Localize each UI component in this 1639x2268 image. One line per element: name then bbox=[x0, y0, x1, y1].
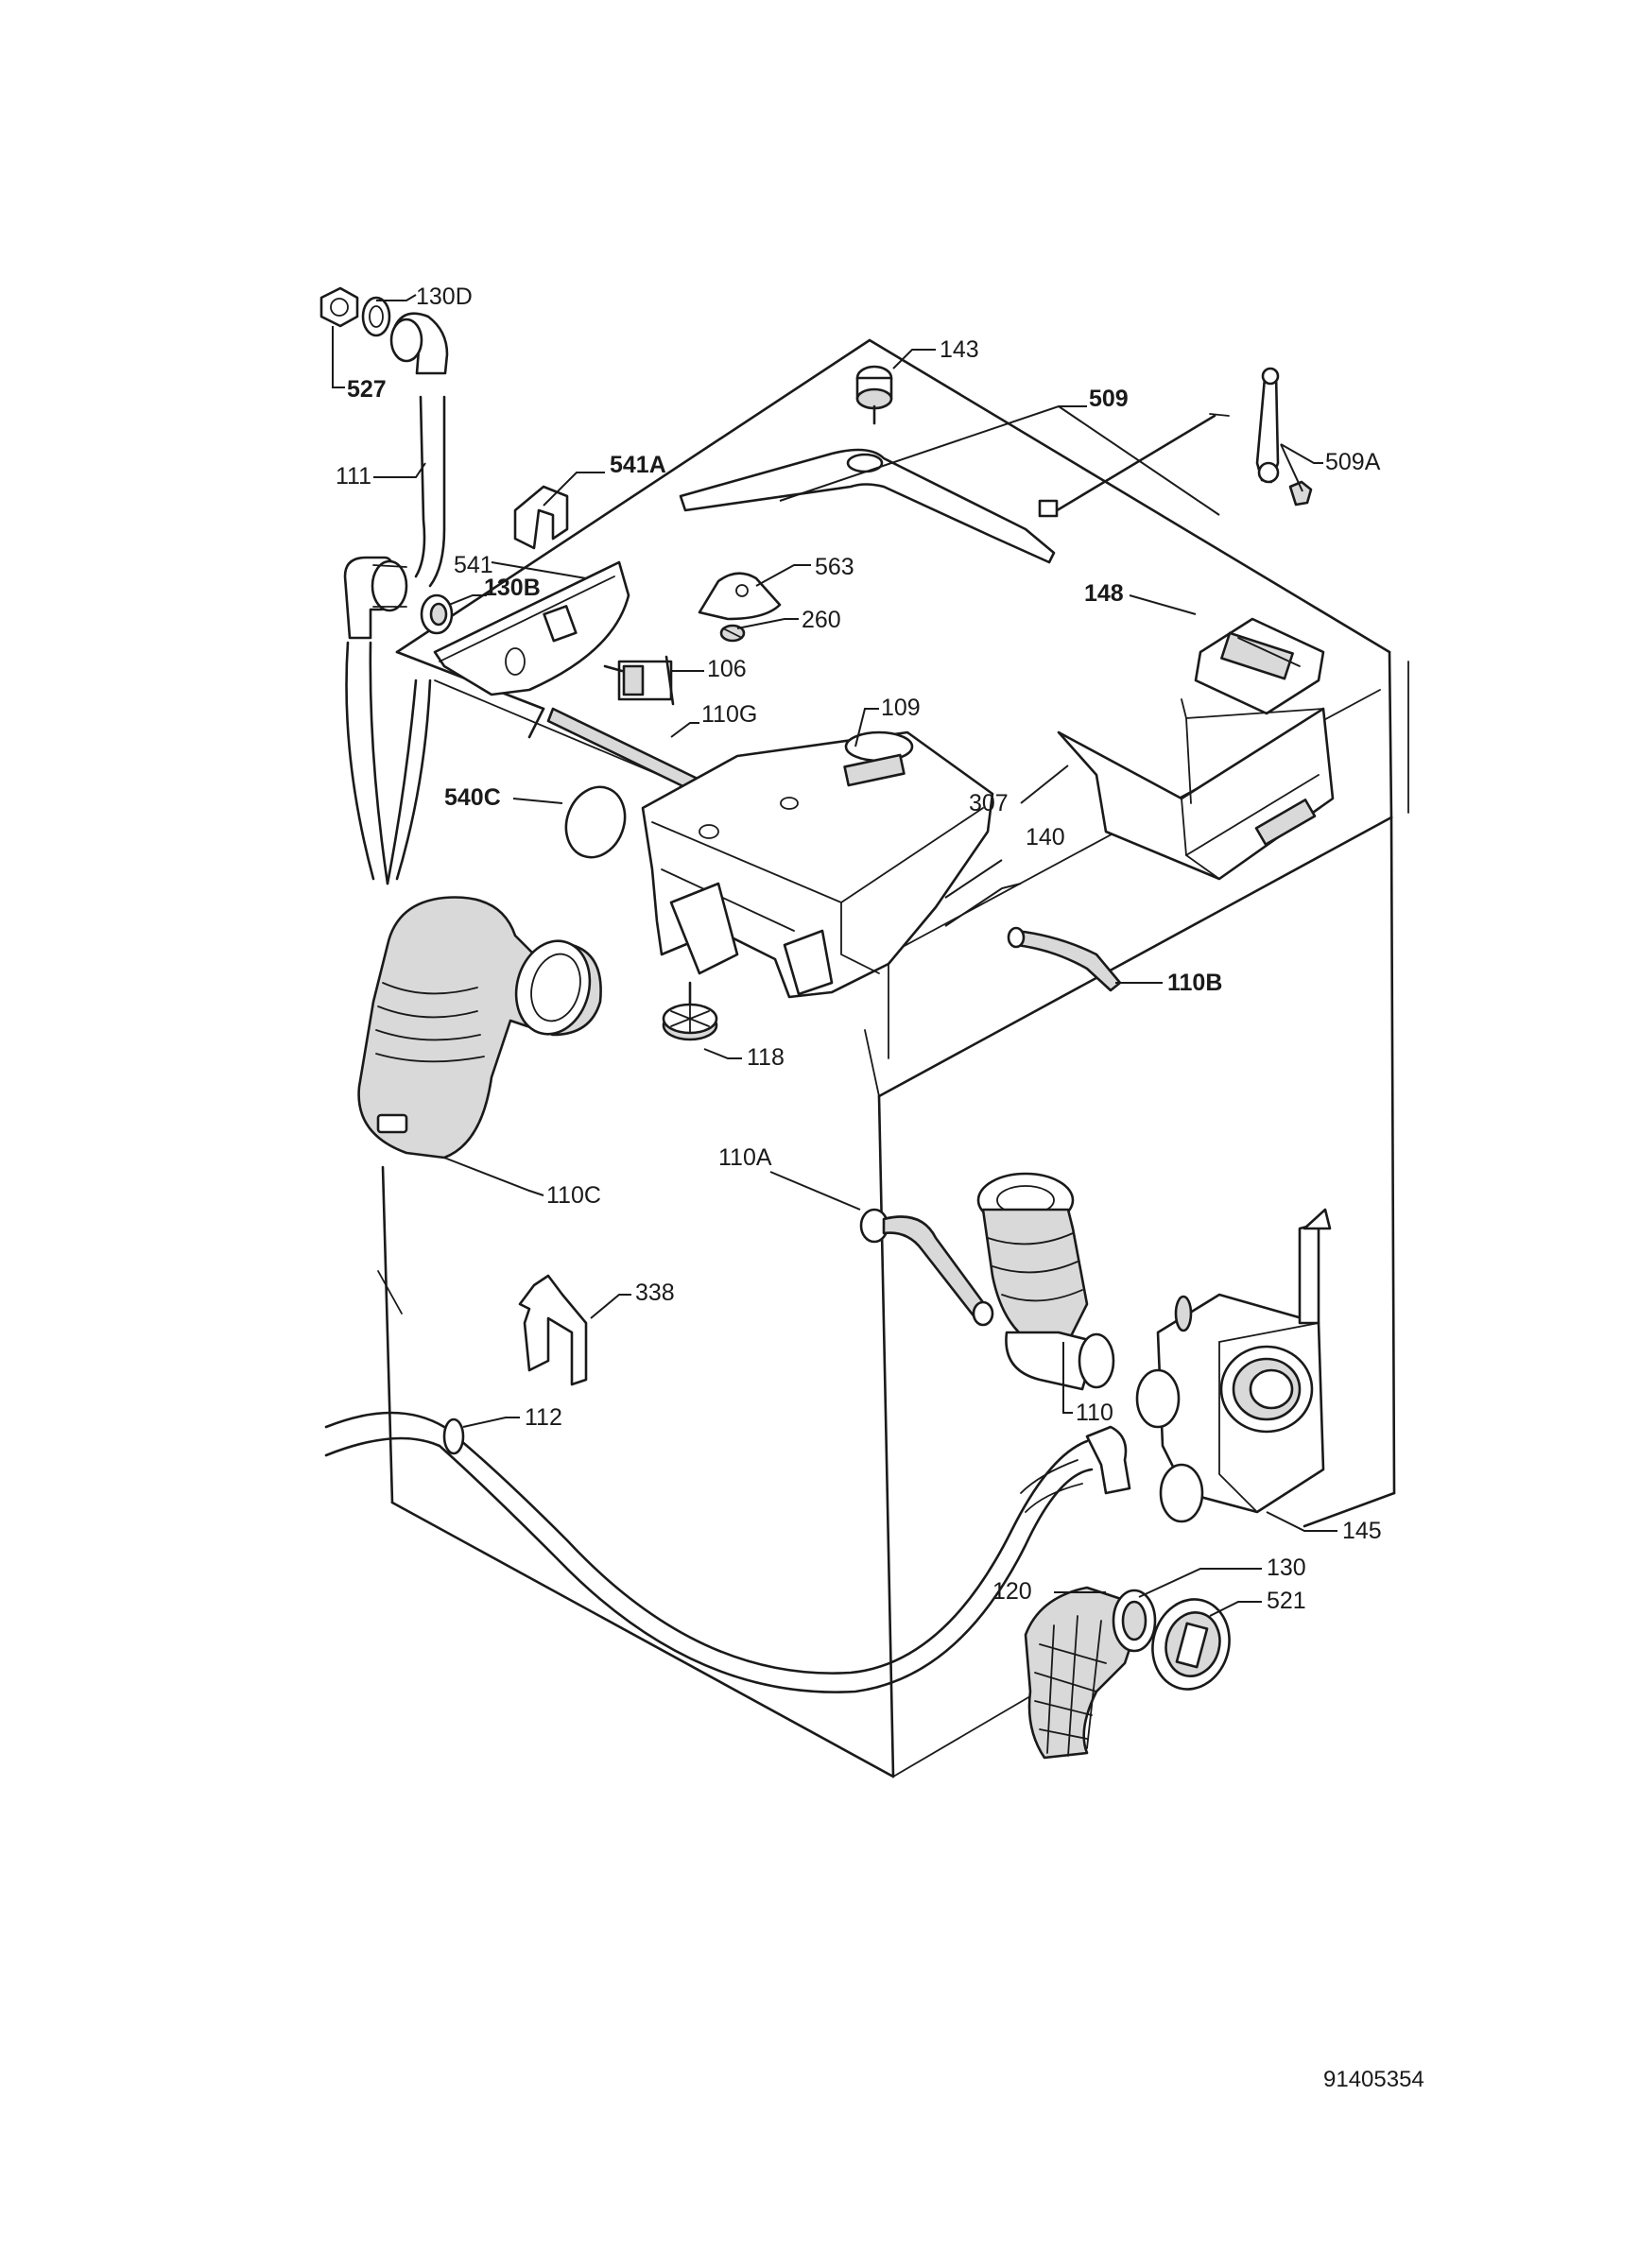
spring-260 bbox=[719, 624, 746, 643]
inlet-hose-lower-assembly bbox=[343, 556, 454, 885]
part-labels: 130D 527 111 541A 541 130B 143 509 509A … bbox=[336, 284, 1382, 1614]
switch-106 bbox=[603, 655, 675, 706]
lever-509A bbox=[1255, 367, 1313, 507]
label-527: 527 bbox=[347, 376, 387, 403]
cabinet-outline bbox=[377, 338, 1409, 1778]
label-260: 260 bbox=[802, 607, 841, 633]
label-521: 521 bbox=[1267, 1588, 1306, 1614]
label-541A: 541A bbox=[610, 452, 666, 478]
label-563: 563 bbox=[815, 554, 854, 580]
label-307: 307 bbox=[969, 790, 1009, 816]
pump-145 bbox=[1135, 1208, 1332, 1523]
drawer-307 bbox=[1057, 698, 1335, 881]
label-112: 112 bbox=[525, 1404, 562, 1431]
label-110A: 110A bbox=[718, 1144, 772, 1171]
inlet-hose-upper-assembly bbox=[319, 286, 449, 588]
label-130D: 130D bbox=[416, 284, 473, 310]
label-120: 120 bbox=[992, 1578, 1032, 1605]
drain-bellows-110 bbox=[976, 1172, 1115, 1391]
drain-hose-112 bbox=[324, 1411, 1131, 1693]
hose-110A bbox=[859, 1208, 994, 1327]
label-130B: 130B bbox=[484, 575, 541, 601]
bellows-hose-110C bbox=[357, 896, 602, 1160]
hose-110B bbox=[1007, 926, 1122, 992]
label-148: 148 bbox=[1084, 580, 1124, 607]
label-110C: 110C bbox=[546, 1182, 601, 1209]
label-541: 541 bbox=[454, 552, 493, 578]
label-111: 111 bbox=[336, 463, 371, 490]
rod-509 bbox=[679, 413, 1230, 564]
label-109: 109 bbox=[881, 695, 921, 721]
dispenser-housing-109-140 bbox=[641, 730, 994, 999]
bracket-541 bbox=[433, 560, 630, 696]
washer-130D bbox=[361, 296, 391, 337]
document-number: 91405354 bbox=[1323, 2067, 1424, 2092]
label-509: 509 bbox=[1089, 386, 1129, 412]
hose-111-upper bbox=[414, 395, 426, 578]
label-106: 106 bbox=[707, 656, 747, 682]
cap-521 bbox=[1151, 1598, 1231, 1691]
label-540C: 540C bbox=[444, 784, 501, 811]
label-110: 110 bbox=[1076, 1400, 1113, 1426]
label-509A: 509A bbox=[1325, 449, 1381, 475]
label-110B: 110B bbox=[1167, 970, 1222, 996]
knob-143 bbox=[855, 365, 893, 425]
filter-118 bbox=[662, 981, 718, 1041]
clip-541A bbox=[513, 485, 569, 550]
dispenser-cover-148 bbox=[1194, 617, 1325, 715]
label-110G: 110G bbox=[701, 701, 757, 728]
leader-lines bbox=[332, 294, 1337, 1617]
seal-130 bbox=[1112, 1589, 1157, 1653]
clip-338 bbox=[518, 1274, 588, 1386]
seal-540C bbox=[564, 785, 627, 859]
label-140: 140 bbox=[1026, 824, 1065, 850]
label-145: 145 bbox=[1342, 1518, 1382, 1544]
label-338: 338 bbox=[635, 1280, 675, 1306]
label-130: 130 bbox=[1267, 1555, 1306, 1581]
nut-527 bbox=[319, 286, 359, 328]
label-118: 118 bbox=[747, 1044, 785, 1071]
label-143: 143 bbox=[940, 336, 979, 363]
tube-110G bbox=[546, 707, 701, 794]
